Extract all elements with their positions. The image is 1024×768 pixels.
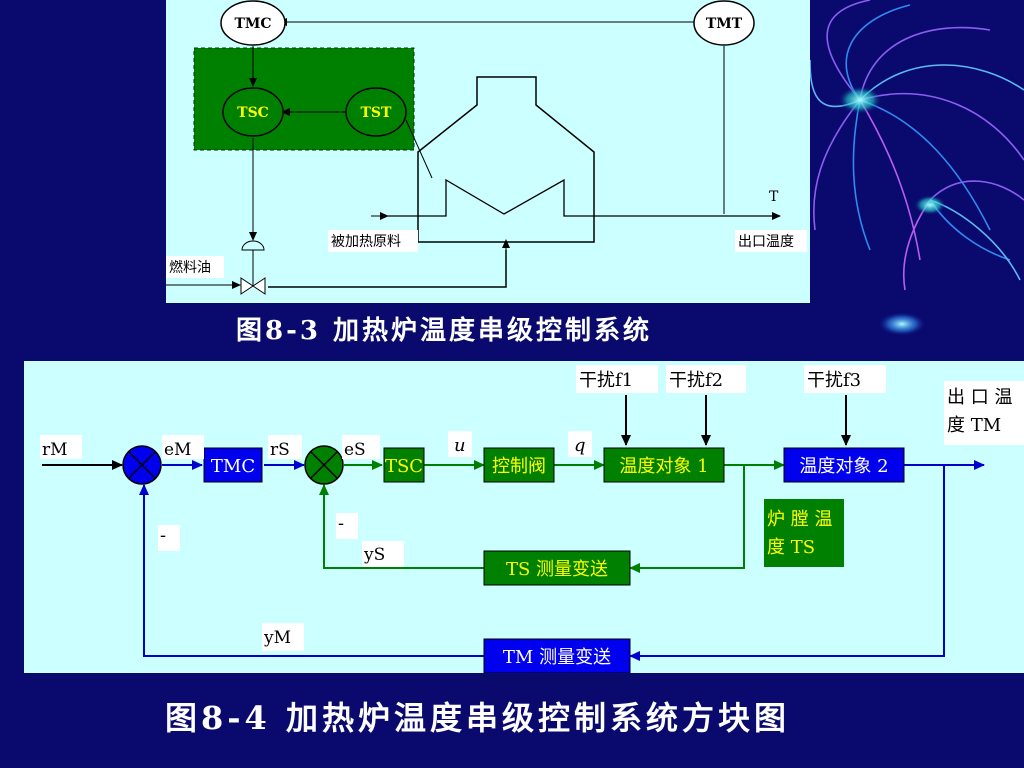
tmt-label: TMT	[706, 16, 743, 32]
tsc-block	[383, 447, 425, 483]
decorative-glow-image	[878, 312, 926, 336]
outlet-temp-label: 出 口 温 度 TM	[947, 387, 1018, 436]
tmc-block	[203, 447, 263, 483]
q-label: q	[574, 435, 586, 456]
tst-circle: TST	[345, 87, 407, 137]
furnace-temp-box	[764, 499, 844, 567]
ys-label: yS	[363, 545, 385, 565]
minus-inner-label: -	[338, 513, 344, 534]
tm-feedback-line	[629, 465, 945, 661]
em-label: eM	[164, 440, 191, 460]
ts-feedback-line	[629, 465, 745, 573]
figure-8-3-caption: 图8-3 加热炉温度串级控制系统	[236, 316, 653, 346]
tmc-block-label: TMC	[211, 456, 255, 477]
fuel-to-furnace-line	[268, 250, 507, 288]
object2-block-label: 温度对象 2	[799, 456, 888, 477]
valve-block-label: 控制阀	[492, 456, 546, 477]
tsc-label: TSC	[237, 105, 269, 121]
block-diagram-panel: TMC TSC 控制阀 温度对象 1 温度对象 2 TS 测量变送 TM 测量变…	[24, 361, 1024, 674]
disturbance1-label: 干扰f1	[579, 370, 633, 391]
tsc-block-label: TSC	[385, 456, 423, 477]
control-valve-icon	[240, 240, 266, 295]
process-diagram-panel: TMC TMT TSC TST T 被加热原料 出口温度 燃料油	[166, 0, 810, 303]
ym-label: yM	[263, 628, 291, 648]
tm-measurement-label: TM 测量变送	[503, 647, 611, 668]
tmt-circle: TMT	[693, 0, 755, 46]
tmc-label: TMC	[234, 16, 271, 32]
tm-measurement-block	[483, 638, 631, 674]
u-label: u	[454, 435, 466, 456]
object2-block	[783, 447, 905, 483]
outer-summing-junction	[122, 445, 162, 485]
fuel-label: 燃料油	[169, 259, 211, 276]
heating-coil	[388, 178, 780, 217]
inner-summing-junction	[304, 445, 344, 485]
disturbance2-label: 干扰f2	[669, 370, 723, 391]
tsc-circle: TSC	[222, 87, 284, 137]
ys-line	[319, 484, 484, 569]
es-label: eS	[344, 440, 366, 460]
decorative-flower-image	[810, 0, 1024, 291]
tst-label: TST	[361, 105, 393, 121]
furnace-temp-label: 炉 膛 温 度 TS	[767, 509, 838, 558]
block-diagram: TMC TSC 控制阀 温度对象 1 温度对象 2 TS 测量变送 TM 测量变…	[40, 365, 1024, 674]
minus-outer-label: -	[160, 525, 166, 546]
rs-label: rS	[270, 440, 290, 460]
figure-8-4-caption: 图8-4 加热炉温度串级控制系统方块图	[165, 699, 790, 737]
valve-block	[483, 447, 555, 483]
tst-sensor-line	[405, 119, 433, 179]
outlet-temp-label: 出口温度	[738, 234, 794, 250]
t-label: T	[769, 189, 779, 205]
object1-block-label: 温度对象 1	[619, 456, 708, 477]
ts-measurement-label: TS 测量变送	[506, 559, 608, 580]
ts-measurement-block	[483, 550, 631, 586]
rm-label: rM	[42, 440, 68, 460]
material-label: 被加热原料	[331, 234, 401, 250]
ym-line	[139, 484, 484, 657]
process-diagram: TMC TMT TSC TST T 被加热原料 出口温度 燃料油	[166, 0, 807, 295]
disturbance3-label: 干扰f3	[807, 370, 861, 391]
tmc-circle: TMC	[220, 0, 286, 46]
object1-block	[603, 447, 725, 483]
furnace-shape	[417, 76, 595, 243]
